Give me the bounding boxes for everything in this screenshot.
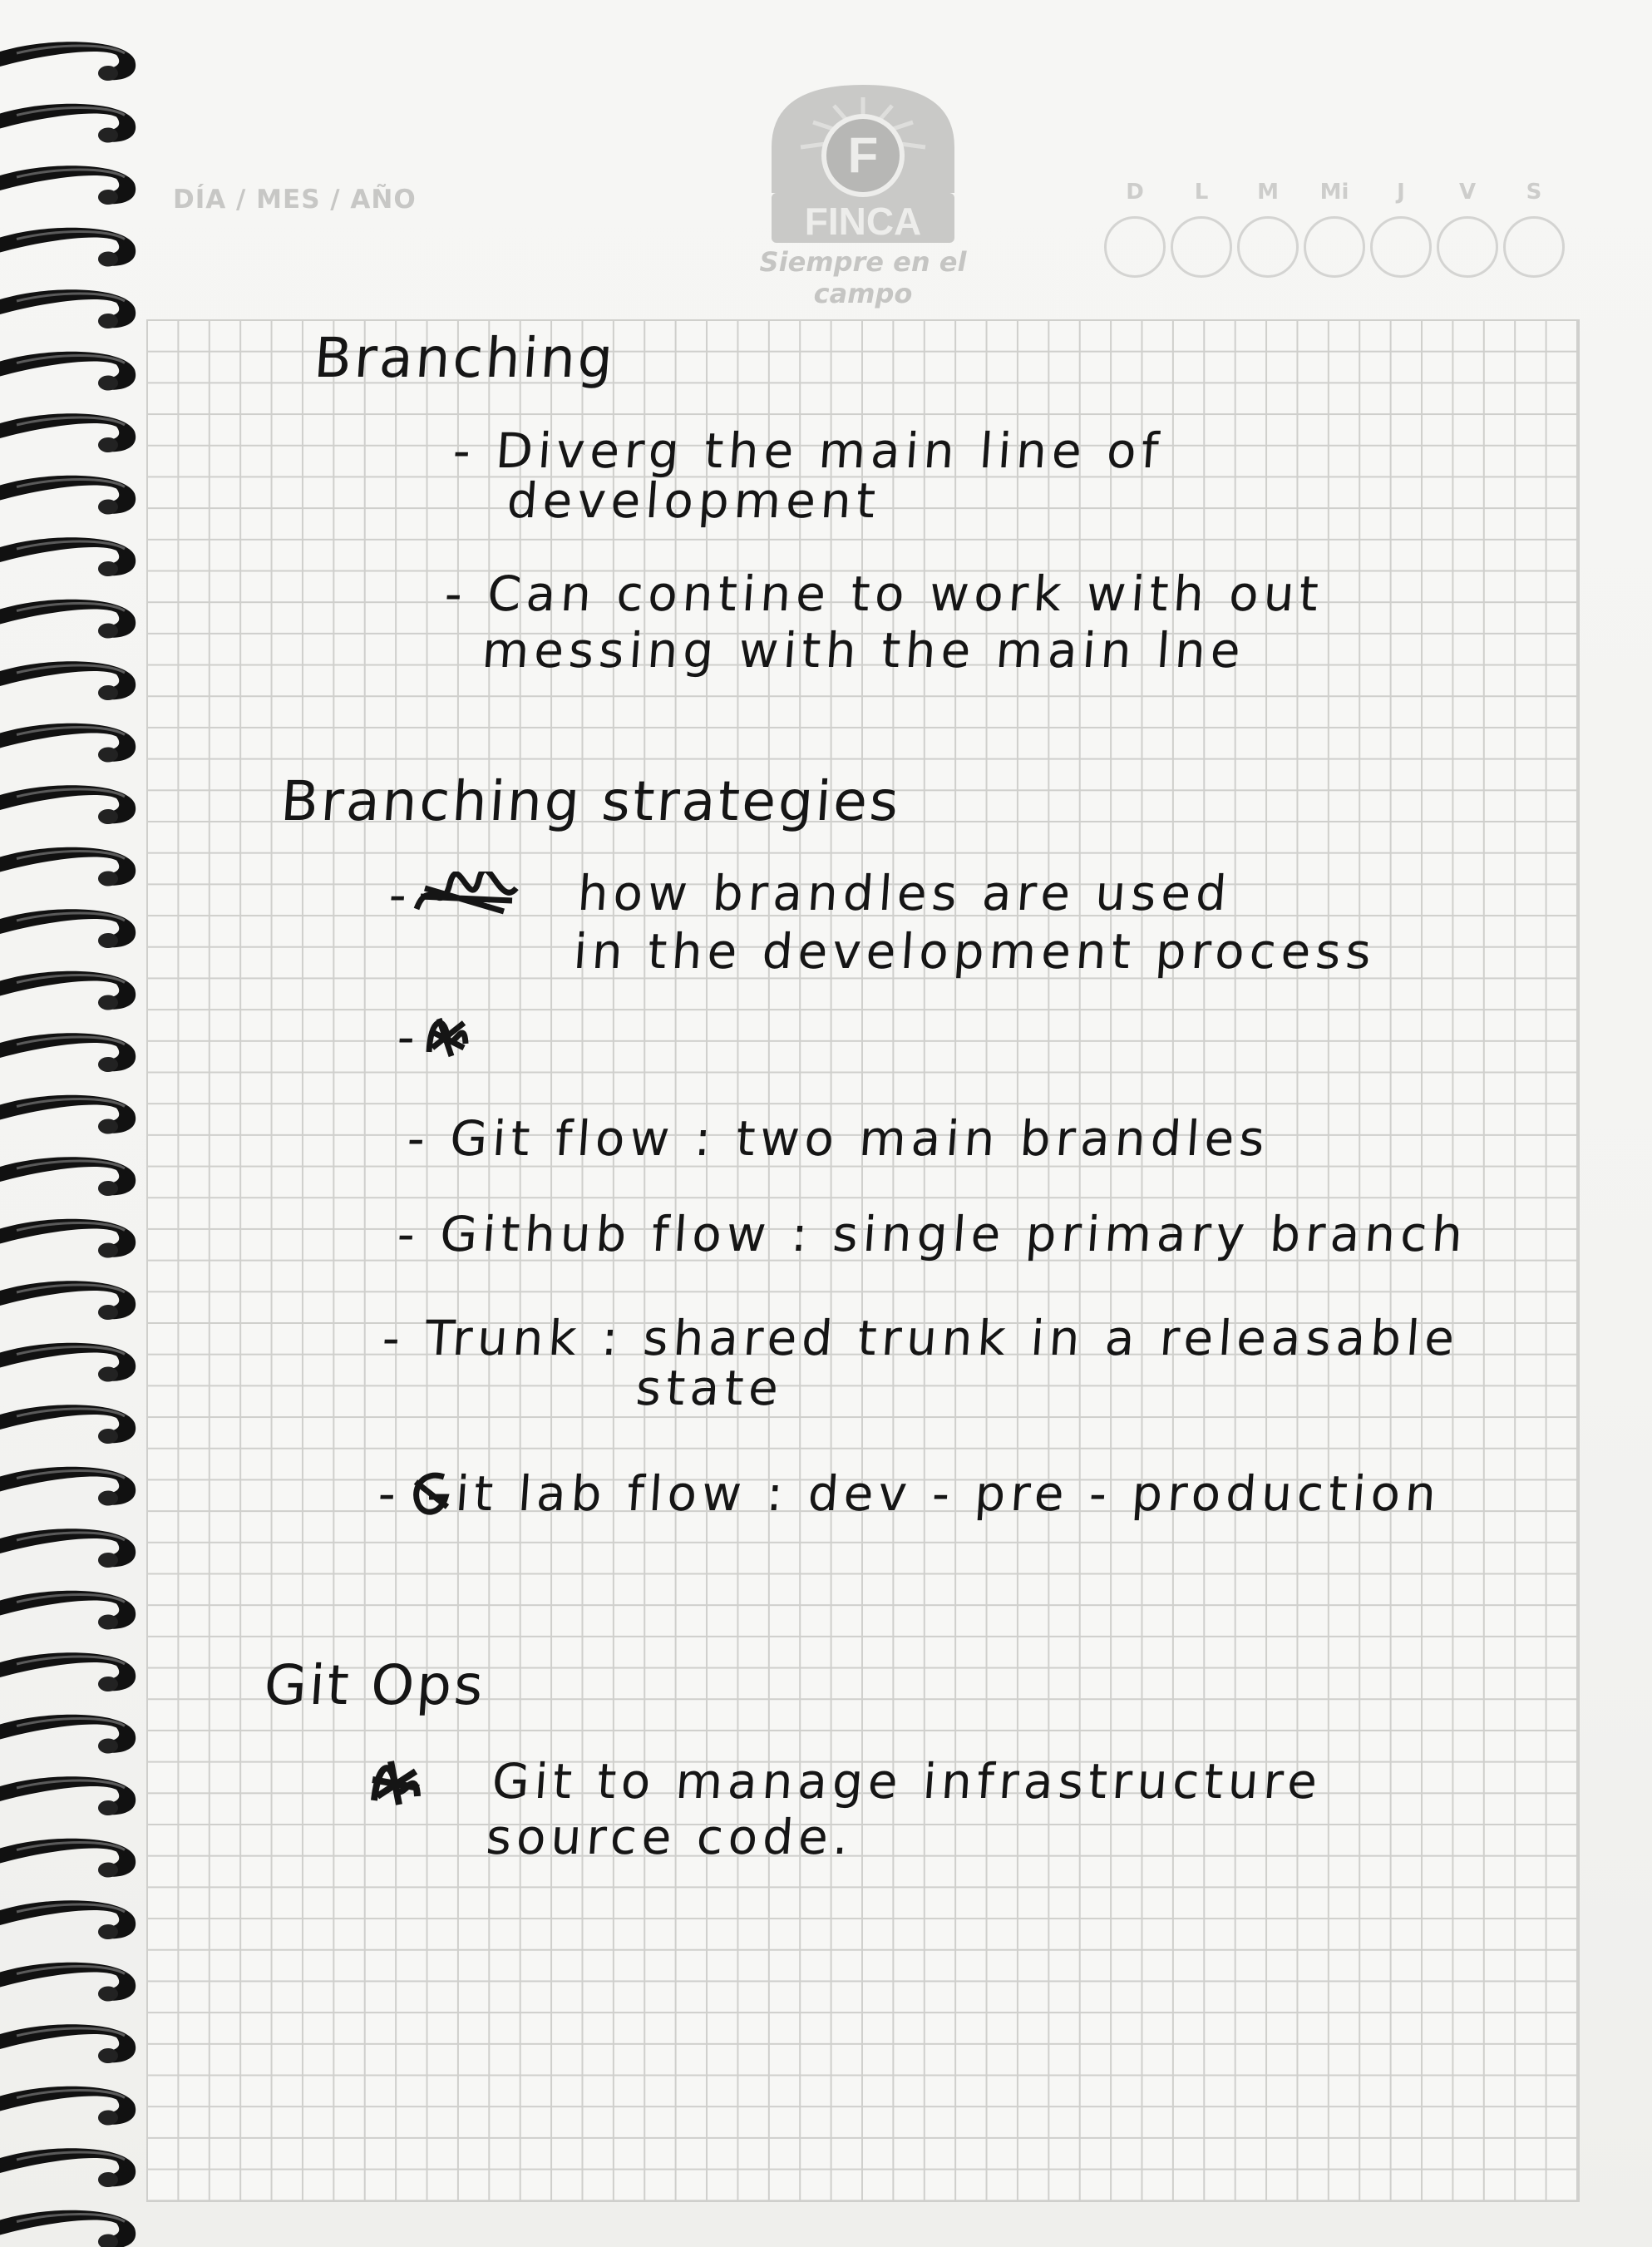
spiral-ring <box>0 351 136 391</box>
spiral-ring <box>0 1094 136 1134</box>
heading-git-ops: Git Ops <box>262 1653 488 1717</box>
spiral-ring <box>0 1590 136 1630</box>
spiral-ring <box>0 1776 136 1815</box>
scribble-mark <box>426 1017 469 1058</box>
spiral-ring <box>0 103 136 143</box>
spiral-ring <box>0 1405 136 1444</box>
scribble-mark <box>413 872 519 915</box>
day-l: L <box>1171 180 1232 278</box>
heading-branching-strategies: Branching strategies <box>279 769 904 833</box>
spiral-ring <box>0 2086 136 2126</box>
scribble-mark <box>371 1761 421 1805</box>
spiral-ring <box>0 1900 136 1939</box>
spiral-ring <box>0 909 136 948</box>
spiral-ring <box>0 599 136 639</box>
day-v: V <box>1437 180 1498 278</box>
note-line: - Git flow : two main brandles <box>405 1110 1272 1167</box>
day-m: M <box>1237 180 1299 278</box>
spiral-ring <box>0 1528 136 1568</box>
spiral-ring <box>0 165 136 205</box>
spiral-ring <box>0 227 136 267</box>
spiral-ring <box>0 723 136 763</box>
note-line: source code. <box>484 1809 856 1865</box>
spiral-ring <box>0 1157 136 1196</box>
note-line: - Diverg the main line of <box>451 422 1166 479</box>
note-line: messing with the main lne <box>480 622 1248 679</box>
day-mi: Mi <box>1304 180 1365 278</box>
spiral-ring <box>0 1466 136 1506</box>
note-line: state <box>634 1360 786 1416</box>
spiral-ring <box>0 413 136 452</box>
note-line: - Can contine to work with out <box>442 565 1325 622</box>
weekday-circles: D L M Mi J V S <box>1104 180 1571 279</box>
spiral-ring <box>0 785 136 824</box>
logo-tagline: Siempre en el campo <box>759 246 967 309</box>
note-line: in the development process <box>571 923 1378 980</box>
day-s: S <box>1503 180 1565 278</box>
note-line: - Github flow : single primary branch <box>395 1206 1470 1262</box>
note-line: it lab flow : dev - pre - production <box>453 1465 1443 1522</box>
spiral-ring <box>0 1838 136 1878</box>
date-label: DÍA / MES / AÑO <box>173 185 417 215</box>
spiral-ring <box>0 1962 136 2002</box>
spiral-ring <box>0 2024 136 2063</box>
spiral-ring <box>0 1342 136 1382</box>
note-line: Git to manage infrastructure <box>490 1753 1324 1810</box>
heading-branching: Branching <box>312 326 618 390</box>
spiral-ring <box>0 661 136 700</box>
spiral-ring <box>0 1218 136 1258</box>
note-line: how brandles are used <box>575 865 1234 921</box>
spiral-ring <box>0 42 136 81</box>
spiral-ring <box>0 847 136 886</box>
spiral-ring <box>0 2148 136 2187</box>
spiral-binding <box>0 0 158 2247</box>
day-j: J <box>1370 180 1432 278</box>
logo-letter: F <box>848 127 879 183</box>
day-d: D <box>1104 180 1166 278</box>
scribble-mark <box>413 1472 450 1515</box>
spiral-ring <box>0 2210 136 2247</box>
spiral-ring <box>0 475 136 515</box>
spiral-ring <box>0 537 136 576</box>
spiral-ring <box>0 1281 136 1320</box>
finca-logo: F FINCA <box>755 68 971 276</box>
note-line: development <box>505 472 882 529</box>
spiral-ring <box>0 1652 136 1691</box>
logo-text: FINCA <box>805 200 922 243</box>
note-line: - Trunk : shared trunk in a releasable <box>380 1310 1462 1366</box>
spiral-ring <box>0 289 136 328</box>
grid-paper <box>146 319 1580 2202</box>
spiral-ring <box>0 970 136 1010</box>
spiral-ring <box>0 1033 136 1072</box>
spiral-ring <box>0 1714 136 1754</box>
